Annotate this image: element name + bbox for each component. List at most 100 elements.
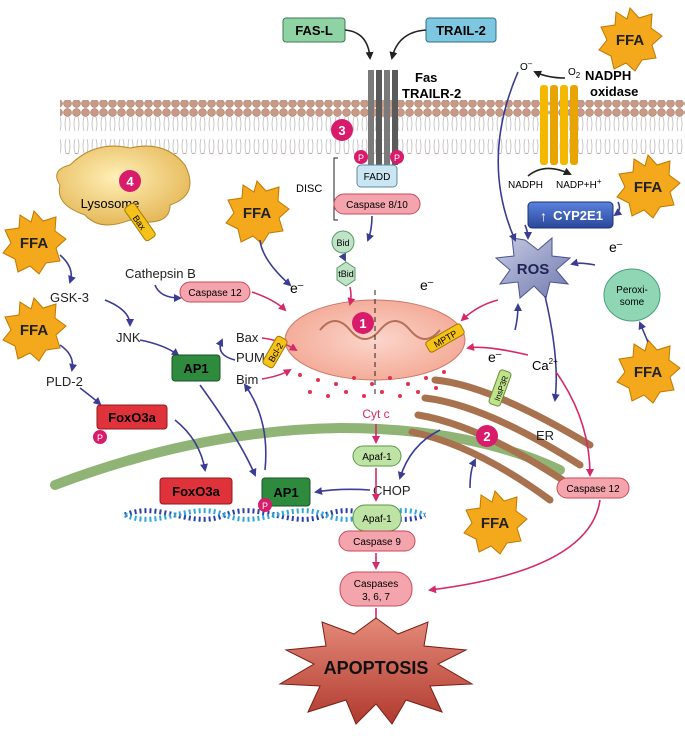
- electron-er: e–: [488, 349, 502, 365]
- ap1-nucleus: [261, 477, 311, 507]
- chop-label: CHOP: [373, 483, 411, 498]
- caspases-label-2: 3, 6, 7: [362, 592, 390, 603]
- svg-text:FFA: FFA: [20, 235, 48, 252]
- fadd-label: FADD: [364, 172, 391, 183]
- foxo3a-phospho: [93, 430, 107, 444]
- caspase-9: [338, 530, 416, 552]
- cytc-label: Cyt c: [362, 407, 389, 421]
- peroxisome: [603, 268, 661, 322]
- nadph-label: NADPH: [508, 180, 543, 191]
- svg-text:FFA: FFA: [243, 205, 271, 222]
- apaf1-top: [352, 445, 402, 467]
- foxo3a-nucleus-label: FoxO3a: [172, 484, 220, 499]
- caspase-12-mito-label: Caspase 12: [188, 288, 242, 299]
- svg-text:FFA: FFA: [616, 32, 644, 49]
- ffa-star-top-right: FFA: [598, 6, 663, 72]
- svg-text:FFA: FFA: [634, 179, 662, 196]
- marker-1-label: 1: [359, 316, 366, 331]
- foxo3a-cytoplasm-label: FoxO3a: [108, 410, 156, 425]
- calcium-label: Ca2+: [532, 357, 558, 373]
- marker-1: [352, 312, 374, 334]
- svg-text:FFA: FFA: [634, 364, 662, 381]
- ffa-star-er: FFA: [463, 489, 528, 555]
- nadph-oxidase-label-1: NADPH: [585, 68, 631, 83]
- caspase-12-er-label: Caspase 12: [566, 484, 620, 495]
- marker-2: [476, 425, 498, 447]
- nadph-oxidase-label-2: oxidase: [590, 84, 638, 99]
- ffa-star-cyp: FFA: [616, 153, 681, 219]
- svg-text:FFA: FFA: [20, 322, 48, 339]
- er-label: ER: [536, 428, 554, 443]
- caspase-8-10-label: Caspase 8/10: [346, 200, 408, 211]
- ffa-star-peroxisome: FFA: [616, 338, 681, 404]
- phospho-left: [354, 150, 368, 164]
- ap1-cytoplasm: [171, 354, 221, 382]
- phospho-left-label: P: [358, 153, 364, 163]
- ros-burst: [494, 236, 572, 299]
- cyp2e1-up-arrow: ↑: [540, 208, 547, 224]
- ffa-star-left-2: FFA: [2, 296, 67, 362]
- tbid-label: tBid: [338, 269, 354, 279]
- marker-4: [119, 170, 141, 192]
- electron-mito-right: e–: [420, 277, 434, 293]
- bim-label: Bim: [236, 372, 258, 387]
- jnk: JNK: [116, 330, 141, 345]
- caspases-3-6-7: [339, 571, 413, 607]
- marker-4-label: 4: [126, 174, 134, 189]
- apaf1-top-label: Apaf-1: [362, 452, 392, 463]
- ros-label: ROS: [517, 261, 550, 278]
- fasl-label: FAS-L: [295, 23, 333, 38]
- ap1-phospho: [258, 498, 272, 512]
- peroxisome-label-2: some: [620, 297, 645, 308]
- bid-label: Bid: [336, 238, 349, 248]
- marker-3: [331, 119, 353, 141]
- cytc-dots: [298, 370, 446, 398]
- nadph-oxidase: [540, 85, 578, 165]
- apoptosis-label: APOPTOSIS: [324, 658, 429, 678]
- superoxide-label: O–: [520, 59, 533, 73]
- caspases-label-1: Caspases: [354, 579, 398, 590]
- lysosome-label: Lysosome: [81, 196, 140, 211]
- foxo3a-nucleus: [159, 477, 233, 505]
- foxo3a-phospho-label: P: [97, 433, 103, 443]
- electron-peroxisome: e–: [609, 239, 623, 255]
- fadd-box: [356, 164, 398, 188]
- ap1-nucleus-label: AP1: [273, 485, 298, 500]
- caspase-8-10: [333, 193, 421, 215]
- peroxisome-label-1: Peroxi-: [616, 285, 648, 296]
- tbid: [336, 261, 356, 287]
- ap1-cytoplasm-label: AP1: [183, 361, 208, 376]
- cyp2e1-label: CYP2E1: [553, 208, 603, 223]
- phospho-right-label: P: [394, 153, 400, 163]
- nuclear-envelope: [50, 422, 565, 490]
- apoptosis-burst: [278, 617, 474, 725]
- nadp-label: NADP+H+: [556, 177, 602, 191]
- disc-label: DISC: [296, 183, 322, 195]
- receptor-label-2: TRAILR-2: [402, 86, 461, 101]
- dna-helix: [124, 508, 426, 522]
- ffa-star-left-1: FFA: [2, 209, 67, 275]
- fas-receptor: [368, 70, 398, 165]
- disc-bracket: [333, 157, 338, 221]
- mito-cristae: [319, 320, 441, 340]
- svg-text:FFA: FFA: [481, 515, 509, 532]
- trail2-label: TRAIL-2: [436, 23, 486, 38]
- marker-3-label: 3: [338, 123, 345, 138]
- marker-2-label: 2: [483, 429, 490, 444]
- receptor-label-1: Fas: [415, 70, 437, 85]
- gsk3: GSK-3: [50, 290, 89, 305]
- apaf1-bottom-label: Apaf-1: [362, 514, 392, 525]
- phospho-right: [390, 150, 404, 164]
- caspase-12-er: [556, 477, 630, 499]
- ffa-star-mito: FFA: [225, 179, 290, 245]
- electron-mito-left: e–: [290, 280, 304, 296]
- cathepsin-b: Cathepsin B: [125, 266, 196, 281]
- cyp2e1-box: [527, 201, 614, 229]
- pld2: PLD-2: [46, 374, 83, 389]
- ap1-phospho-label: P: [262, 501, 268, 511]
- caspase-12-mito: [179, 281, 251, 303]
- caspase-9-label: Caspase 9: [353, 537, 401, 548]
- svg-text:Bcl-2: Bcl-2: [266, 341, 285, 364]
- bax-label: Bax: [236, 330, 259, 345]
